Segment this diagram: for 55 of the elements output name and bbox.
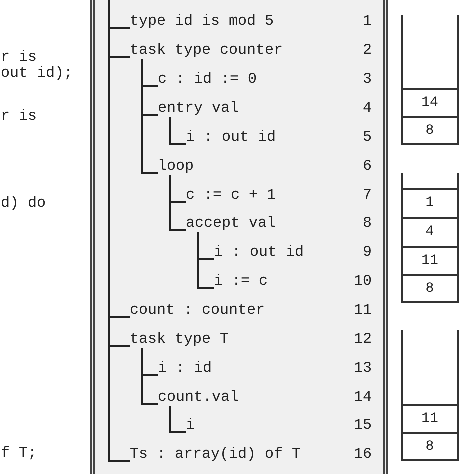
stack-cell: 4 [401,216,459,246]
stack-cell: 8 [401,432,459,461]
tree-connector [169,406,186,433]
code-panel [90,0,388,474]
stack-cell: 11 [401,404,459,432]
tree-connector [141,348,158,405]
stack-cell: 1 [401,188,459,217]
code-line: count : counter [130,301,266,321]
line-number: 4 [362,99,372,119]
code-fragment: out id); [1,66,74,82]
code-line: accept val [186,214,276,234]
code-line: Ts : array(id) of T [130,445,302,465]
line-number: 1 [362,12,372,32]
stack-cell: 11 [401,246,459,274]
line-number: 7 [362,186,372,206]
code-line: c : id := 0 [158,70,258,90]
stack-cell: 8 [401,116,459,145]
code-line: task type counter [130,41,284,61]
code-line: count.val [158,388,240,408]
code-fragment: r is [1,109,38,125]
tree-connector [108,0,130,462]
stack [401,15,459,145]
code-line: i : out id [186,128,276,148]
code-line: task type T [130,330,230,350]
line-number: 10 [354,272,372,292]
line-number: 14 [354,388,372,408]
line-number: 12 [354,330,372,350]
tree-connector [169,117,186,145]
code-line: i : id [158,359,212,379]
tree-connector [197,232,214,289]
code-line: loop [158,157,194,177]
stack [401,173,459,303]
code-fragment: r is [1,50,38,66]
code-line: i [186,416,196,436]
line-number: 13 [354,359,372,379]
line-number: 16 [354,445,372,465]
stack-cell: 8 [401,274,459,303]
line-number: 5 [362,128,372,148]
line-number: 9 [362,243,372,263]
line-number: 2 [362,41,372,61]
tree-connector [169,175,186,231]
code-line: c := c + 1 [186,186,276,206]
line-number: 11 [354,301,372,321]
code-fragment: d) do [1,196,46,212]
code-line: i := c [214,272,268,292]
code-line: entry val [158,99,240,119]
code-line: i : out id [214,243,304,263]
line-number: 15 [354,416,372,436]
line-number: 3 [362,70,372,90]
line-number: 8 [362,214,372,234]
code-line: type id is mod 5 [130,12,274,32]
code-fragment: f T; [1,446,38,462]
line-number: 6 [362,157,372,177]
stack-cell: 14 [401,88,459,116]
stack [401,330,459,461]
